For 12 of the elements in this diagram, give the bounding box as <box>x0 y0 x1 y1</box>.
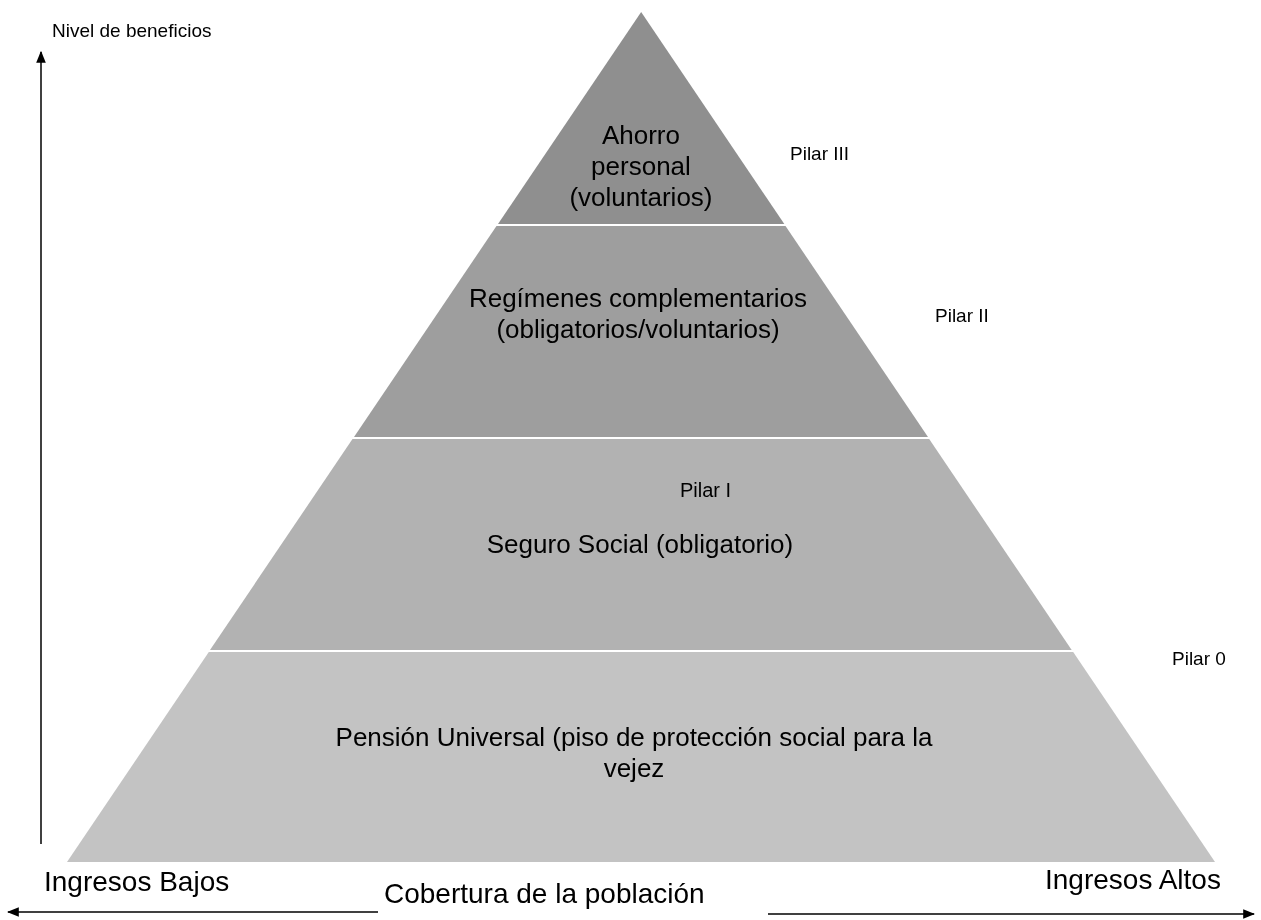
tier-label: Regímenes complementarios (obligatorios/voluntarios) <box>467 283 809 346</box>
axis-title: Cobertura de la población <box>384 878 705 910</box>
tier-label: Pilar I <box>680 478 733 502</box>
axis-title: Nivel de beneficios <box>52 20 212 42</box>
axis-label: Ingresos Bajos <box>44 866 230 898</box>
tier-label: Pensión Universal (piso de protección social para la vejez <box>334 722 934 785</box>
pillar-label: Pilar III <box>790 143 850 165</box>
tier-label: Seguro Social (obligatorio) <box>485 529 795 561</box>
pillar-label: Pilar 0 <box>1172 648 1226 670</box>
pillar-label: Pilar II <box>935 305 989 327</box>
tier-label: Ahorro personal (voluntarios) <box>568 120 714 214</box>
axis-label: Ingresos Altos <box>1045 864 1221 896</box>
